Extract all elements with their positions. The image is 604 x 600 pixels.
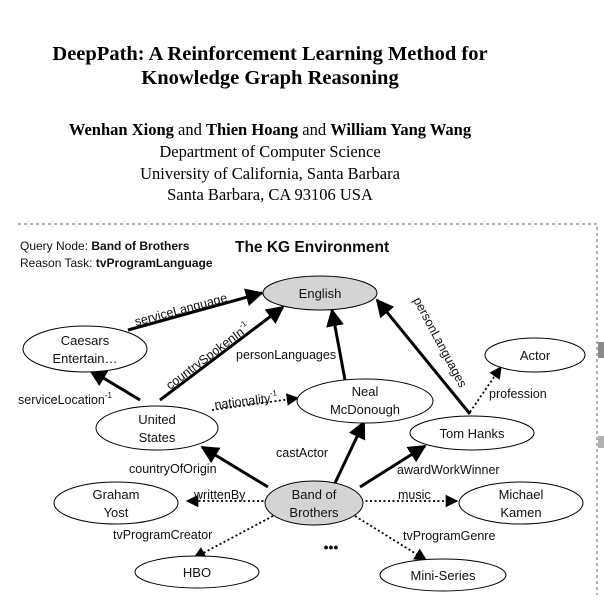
node-caesars xyxy=(22,325,148,373)
edge-awardWorkWinner xyxy=(359,444,427,489)
edge-countrySpokenIn xyxy=(159,305,285,402)
node-label-michael-1: Michael xyxy=(499,487,544,502)
node-label-michael-2: Kamen xyxy=(500,505,541,520)
query-node-label: Query Node: Band of Brothers xyxy=(20,239,190,253)
node-label-us-1: United xyxy=(138,412,176,427)
author-separator: and xyxy=(178,120,202,139)
edge-tvProgramGenre xyxy=(354,515,428,561)
node-graham-yost xyxy=(53,481,179,525)
node-label-tom-hanks: Tom Hanks xyxy=(439,426,505,441)
edge-label-tvProgramGenre: tvProgramGenre xyxy=(403,529,495,543)
node-label-graham-2: Yost xyxy=(104,505,129,520)
node-hbo xyxy=(134,555,260,589)
edge-castActor xyxy=(333,420,366,484)
author-list: Wenhan Xiong and Thien Hoang and William… xyxy=(0,119,540,140)
node-label-us-2: States xyxy=(139,430,176,445)
edge-label-writtenBy: writtenBy xyxy=(193,488,246,502)
affiliation-department: Department of Computer Science xyxy=(159,142,381,161)
node-label-mini-series: Mini-Series xyxy=(410,568,476,583)
author-3: William Yang Wang xyxy=(330,120,472,139)
edge-profession xyxy=(469,365,502,413)
edge-label-serviceLocation: serviceLocation-1 xyxy=(18,391,113,407)
node-label-actor: Actor xyxy=(520,348,551,363)
edge-tvProgramCreator xyxy=(192,515,274,559)
edge-personLanguages-neal xyxy=(326,308,347,381)
node-label-graham-1: Graham xyxy=(93,487,140,502)
node-label-band-2: Brothers xyxy=(289,505,339,520)
edge-serviceLocation xyxy=(88,368,141,402)
more-nodes-ellipsis: ••• xyxy=(324,539,339,555)
node-label-band-1: Band of xyxy=(292,487,337,502)
title-line-2: Knowledge Graph Reasoning xyxy=(141,67,399,89)
node-michael-kamen xyxy=(458,481,584,525)
author-1: Wenhan Xiong xyxy=(68,120,174,139)
scroll-marker-icon xyxy=(598,436,604,448)
edge-nationality xyxy=(211,393,300,411)
node-label-caesars-2: Entertain… xyxy=(52,351,117,366)
paper-title: DeepPath: A Reinforcement Learning Metho… xyxy=(0,42,540,90)
node-label-neal-2: McDonough xyxy=(330,402,400,417)
edge-label-personLanguages-neal: personLanguages xyxy=(236,348,336,362)
node-english xyxy=(262,275,378,311)
node-label-english: English xyxy=(299,286,342,301)
node-united-states xyxy=(95,405,219,451)
edge-label-serviceLanguage: serviceLanguage xyxy=(133,291,229,329)
edge-label-nationality: nationality-1 xyxy=(213,388,278,412)
node-neal-mcdonough xyxy=(296,378,434,424)
reason-task-label: Reason Task: tvProgramLanguage xyxy=(20,256,213,270)
edge-personLanguages-tom xyxy=(375,298,472,415)
title-line-1: DeepPath: A Reinforcement Learning Metho… xyxy=(52,43,488,65)
author-separator: and xyxy=(302,120,327,139)
node-label-neal-1: Neal xyxy=(352,384,379,399)
edge-label-profession: profession xyxy=(489,387,547,401)
figure-frame xyxy=(18,223,598,595)
node-label-caesars-1: Caesars xyxy=(61,333,110,348)
edge-label-castActor: castActor xyxy=(276,446,328,460)
node-tom-hanks xyxy=(409,415,535,451)
edge-countryOfOrigin xyxy=(200,445,269,489)
author-2: Thien Hoang xyxy=(205,120,299,139)
affiliation-university: University of California, Santa Barbara xyxy=(140,163,400,183)
edge-label-tvProgramCreator: tvProgramCreator xyxy=(113,528,212,542)
env-title: The KG Environment xyxy=(235,239,389,256)
affiliation: Department of Computer Science Universit… xyxy=(0,141,540,206)
edge-label-countryOfOrigin: countryOfOrigin xyxy=(129,462,217,476)
edge-label-awardWorkWinner: awardWorkWinner xyxy=(397,463,500,477)
edge-serviceLanguage xyxy=(127,288,264,332)
affiliation-address: Santa Barbara, CA 93106 USA xyxy=(167,185,373,204)
node-band-of-brothers xyxy=(264,480,364,526)
node-actor xyxy=(484,337,586,373)
scroll-marker-icon xyxy=(598,342,604,358)
node-label-hbo: HBO xyxy=(183,565,211,580)
node-mini-series xyxy=(379,558,507,592)
edge-label-music: music xyxy=(398,488,431,502)
